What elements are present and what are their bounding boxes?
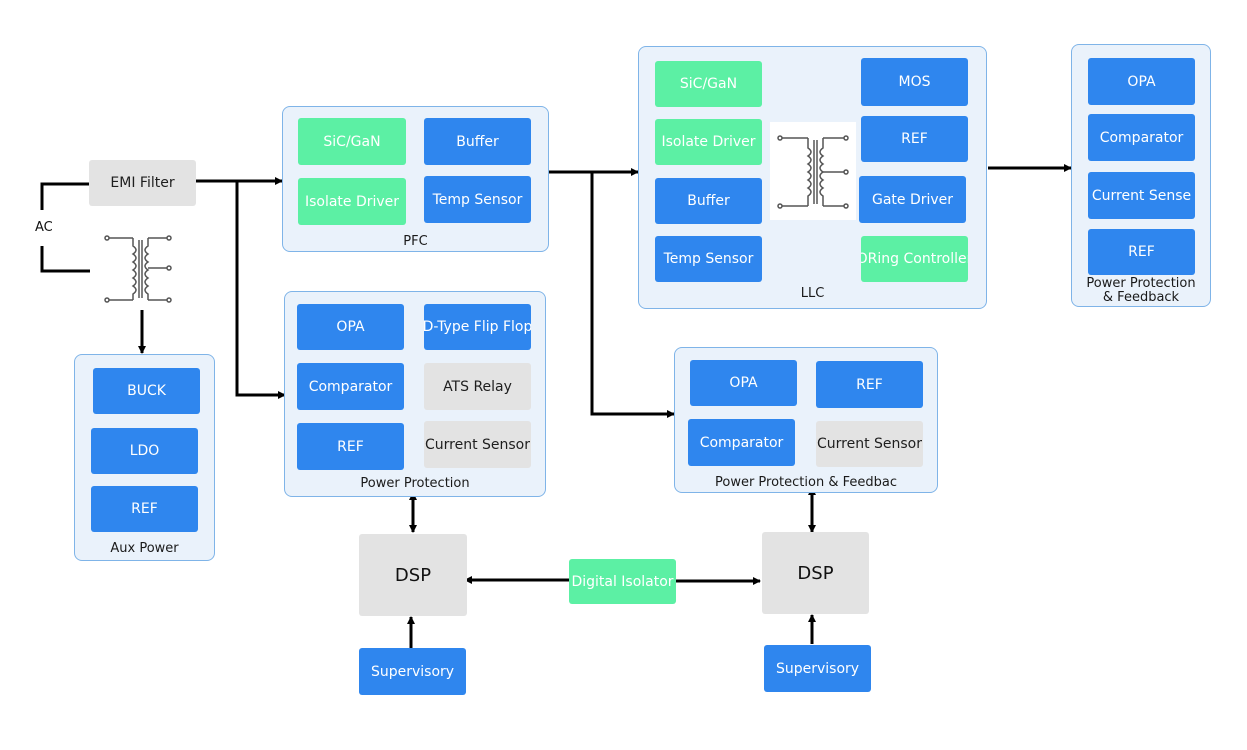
llc-gate-driver-block: Gate Driver <box>859 176 966 223</box>
supervisory-right-block: Supervisory <box>764 645 871 692</box>
pfc-buffer-block: Buffer <box>424 118 531 165</box>
aux-power-title: Aux Power <box>110 541 179 556</box>
digital-isolator-block: Digital Isolator <box>569 559 676 604</box>
llc-isolate-driver-block: Isolate Driver <box>655 119 762 165</box>
ppf-right-ref-block: REF <box>1088 229 1195 275</box>
llc-buffer-block: Buffer <box>655 178 762 224</box>
llc-ref-block: REF <box>861 116 968 162</box>
ppf-right-current-sense-block: Current Sense <box>1088 172 1195 219</box>
llc-oring-block: ORing Controller <box>861 236 968 282</box>
power-protection-title: Power Protection <box>360 476 470 491</box>
dsp-left-block: DSP <box>359 534 467 616</box>
llc-temp-sensor-block: Temp Sensor <box>655 236 762 282</box>
ppf-right-opa-block: OPA <box>1088 58 1195 105</box>
ppf-right-title-line1: Power Protection <box>1086 276 1196 291</box>
pfc-title: PFC <box>403 234 428 249</box>
pfc-isolate-driver-block: Isolate Driver <box>298 178 406 225</box>
pfc-to-ppf-wire <box>590 172 675 418</box>
pp-ref-block: REF <box>297 423 404 470</box>
ac-label: AC <box>35 220 53 235</box>
ppf-right-title-line2: & Feedback <box>1102 290 1180 305</box>
pp-opa-block: OPA <box>297 304 404 350</box>
aux-ref-block: REF <box>91 486 198 532</box>
ppf-comparator-block: Comparator <box>688 419 795 466</box>
pp-ats-relay-block: ATS Relay <box>424 363 531 410</box>
llc-title: LLC <box>800 286 825 301</box>
ppf-middle-title: Power Protection & Feedbac <box>715 475 897 490</box>
ppf-opa-block: OPA <box>690 360 797 406</box>
ppf-right-comparator-block: Comparator <box>1088 114 1195 161</box>
ac-line-top <box>40 182 90 210</box>
dsp-right-block: DSP <box>762 532 869 614</box>
ac-line-bottom <box>40 246 90 273</box>
ppf-current-sensor-block: Current Sensor <box>816 421 923 467</box>
aux-buck-block: BUCK <box>93 368 200 414</box>
llc-transformer-icon <box>770 122 856 220</box>
supervisory-left-block: Supervisory <box>359 648 466 695</box>
pp-dff-block: D-Type Flip Flop <box>424 304 531 350</box>
aux-ldo-block: LDO <box>91 428 198 474</box>
ppf-ref-block: REF <box>816 361 923 408</box>
pfc-sic-gan-block: SiC/GaN <box>298 118 406 165</box>
aux-transformer-icon <box>97 228 183 310</box>
emi-filter-block: EMI Filter <box>89 160 196 206</box>
llc-mos-block: MOS <box>861 58 968 106</box>
emi-to-pp-wire <box>235 181 286 399</box>
pp-current-sensor-block: Current Sensor <box>424 421 531 468</box>
pp-comparator-block: Comparator <box>297 363 404 410</box>
pfc-temp-sensor-block: Temp Sensor <box>424 176 531 223</box>
llc-sic-gan-block: SiC/GaN <box>655 61 762 107</box>
